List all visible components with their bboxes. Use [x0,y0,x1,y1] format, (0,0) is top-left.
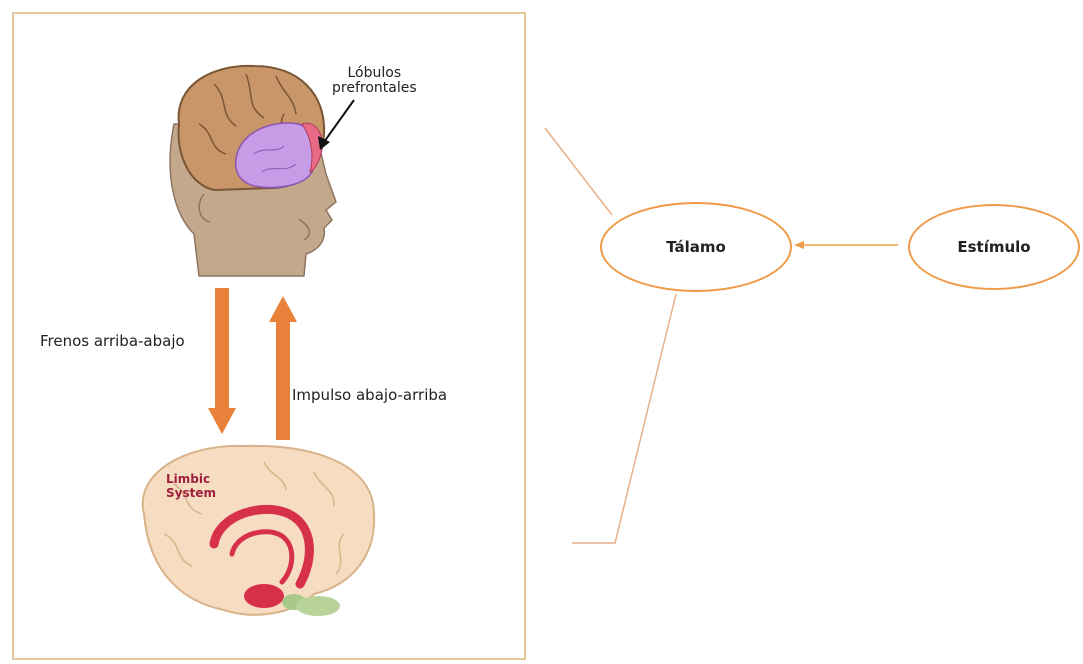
thalamus-label: Tálamo [666,238,726,256]
stimulus-label: Estímulo [957,238,1030,256]
stimulus-node: Estímulo [908,204,1080,290]
upper-connector [545,128,612,215]
stimulus-to-thalamus-arrowhead [794,241,804,249]
lower-connector [572,294,676,543]
thalamus-node: Tálamo [600,202,792,292]
